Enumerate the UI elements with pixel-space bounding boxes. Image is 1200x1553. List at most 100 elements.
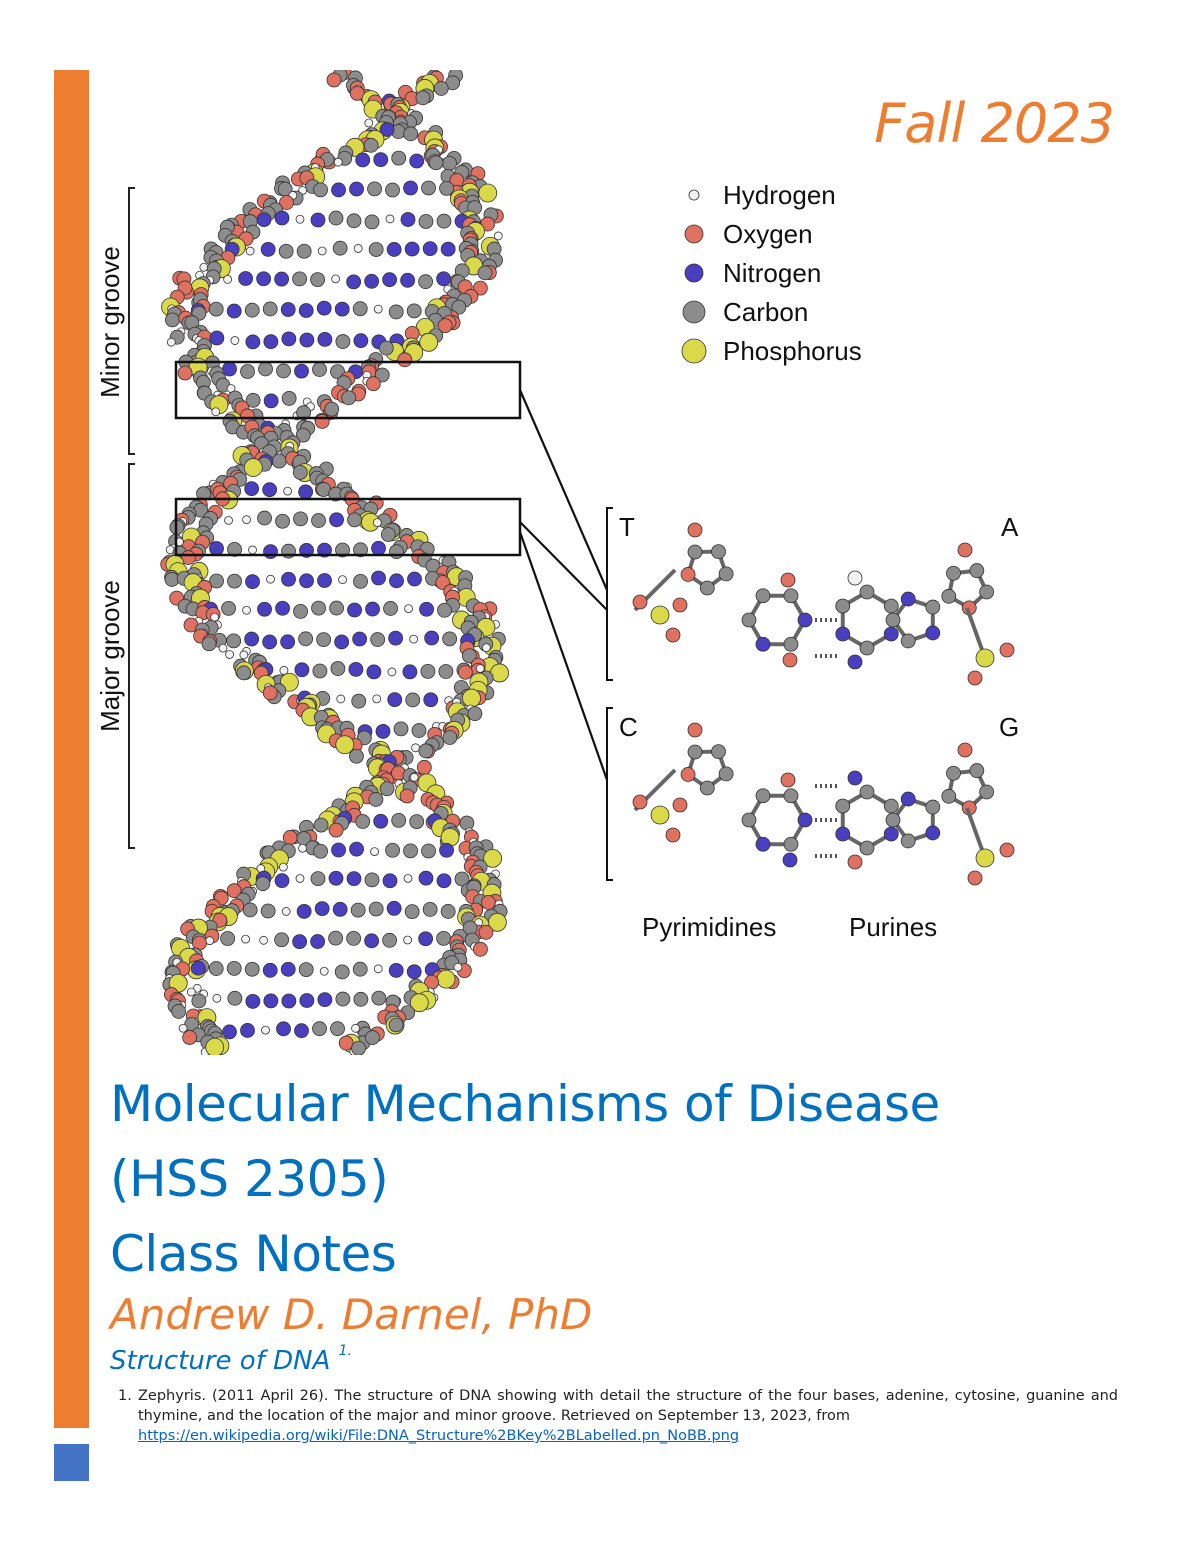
phosphorus-atom	[650, 805, 670, 825]
ring-atom	[969, 763, 985, 778]
helix-atom	[199, 262, 209, 272]
base-atom	[373, 304, 383, 314]
dna-structure-figure: Minor groove Major groove HydrogenOxygen…	[95, 70, 1019, 1055]
legend-label-oxygen: Oxygen	[723, 219, 813, 249]
base-atom	[298, 843, 307, 853]
base-atom	[226, 633, 242, 649]
reference-link[interactable]: https://en.wikipedia.org/wiki/File:DNA_S…	[138, 1428, 740, 1444]
class-notes-heading: Class Notes	[110, 1225, 397, 1283]
base-atom	[424, 630, 440, 646]
base-atom	[223, 275, 233, 284]
ring-atom	[699, 580, 715, 596]
base-atom	[262, 301, 278, 317]
base-atom	[245, 392, 261, 408]
base-atom	[299, 993, 315, 1008]
base-atom	[385, 214, 395, 224]
base-atom	[352, 961, 368, 977]
ring-atom	[925, 625, 941, 641]
legend-swatch-phosphorus	[681, 338, 707, 364]
helix-atom	[211, 407, 221, 417]
helix-atom	[313, 817, 329, 833]
base-atom	[348, 661, 364, 677]
base-atom	[298, 484, 314, 500]
atom	[782, 852, 798, 868]
base-atom	[352, 301, 368, 317]
helix-atom	[225, 650, 234, 659]
ring-atom	[835, 798, 851, 814]
base-atom	[263, 544, 278, 560]
helix-atom	[218, 643, 228, 653]
base-atom	[382, 272, 398, 288]
helix-atom	[351, 1040, 366, 1055]
figure-caption: Structure of DNA 1.	[110, 1343, 352, 1376]
oxygen-atom	[632, 794, 648, 810]
base-atom	[332, 901, 348, 917]
oxygen-atom	[665, 627, 681, 643]
oxygen-atom	[687, 522, 703, 538]
cg-pair-box	[174, 497, 522, 557]
helix-atom	[166, 337, 176, 347]
base-atom	[375, 724, 391, 739]
base-atom	[274, 210, 290, 226]
helix-atom	[282, 830, 298, 845]
purines-label: Purines	[849, 912, 937, 942]
helix-atom	[349, 748, 364, 764]
base-atom	[227, 990, 243, 1006]
helix-atom	[326, 72, 342, 88]
ring-atom	[711, 544, 726, 560]
legend-label-carbon: Carbon	[723, 297, 808, 327]
base-atom	[275, 513, 290, 529]
base-atom	[388, 630, 404, 646]
base-atom	[281, 993, 297, 1009]
oxygen-atom	[957, 742, 973, 758]
base-atom	[296, 243, 312, 259]
base-atom	[422, 241, 438, 256]
base-atom	[276, 1021, 291, 1037]
helix-atom	[324, 401, 340, 417]
base-atom	[370, 847, 379, 856]
helix-atom	[415, 90, 431, 106]
base-atom	[346, 931, 362, 946]
helix-atom	[210, 612, 219, 622]
ring-atom	[900, 791, 916, 807]
helix-atom	[459, 815, 475, 831]
legend-swatch-carbon	[682, 300, 706, 324]
base-atom	[317, 246, 327, 256]
helix-atom	[182, 1030, 198, 1045]
base-atom	[347, 512, 362, 528]
base-atom	[244, 481, 260, 497]
reference-number: 1.	[118, 1388, 132, 1404]
helix-atom	[388, 1017, 404, 1033]
base-atom	[365, 601, 380, 617]
base-atom	[352, 631, 368, 647]
base-atom	[409, 814, 425, 830]
helix-atom	[477, 265, 493, 281]
base-atom	[368, 242, 384, 257]
oxygen-atom	[665, 827, 681, 843]
base-atom	[281, 331, 297, 347]
helix-atom	[243, 458, 263, 477]
helix-atom	[493, 231, 503, 241]
oxygen-atom	[632, 594, 648, 610]
oxygen-atom	[967, 670, 983, 686]
base-atom	[298, 631, 314, 647]
base-atom	[418, 870, 434, 886]
base-atom	[240, 1023, 255, 1038]
base-atom	[262, 634, 278, 650]
helix-atom	[475, 664, 485, 673]
helix-atom	[262, 685, 278, 701]
base-atom	[336, 694, 346, 704]
base-atom	[418, 931, 434, 947]
base-atom	[347, 602, 362, 618]
reference-text: Zephyris. (2011 April 26). The structure…	[138, 1388, 1118, 1424]
base-atom	[355, 814, 371, 829]
minor-groove-bracket	[128, 187, 135, 455]
base-atom	[242, 515, 251, 525]
helix-atom	[428, 155, 444, 171]
base-atom	[371, 570, 386, 586]
base-atom	[382, 932, 398, 948]
base-atom	[244, 631, 260, 647]
helix-atom	[364, 118, 374, 128]
helix-atom	[416, 759, 432, 775]
base-atom	[298, 962, 314, 978]
